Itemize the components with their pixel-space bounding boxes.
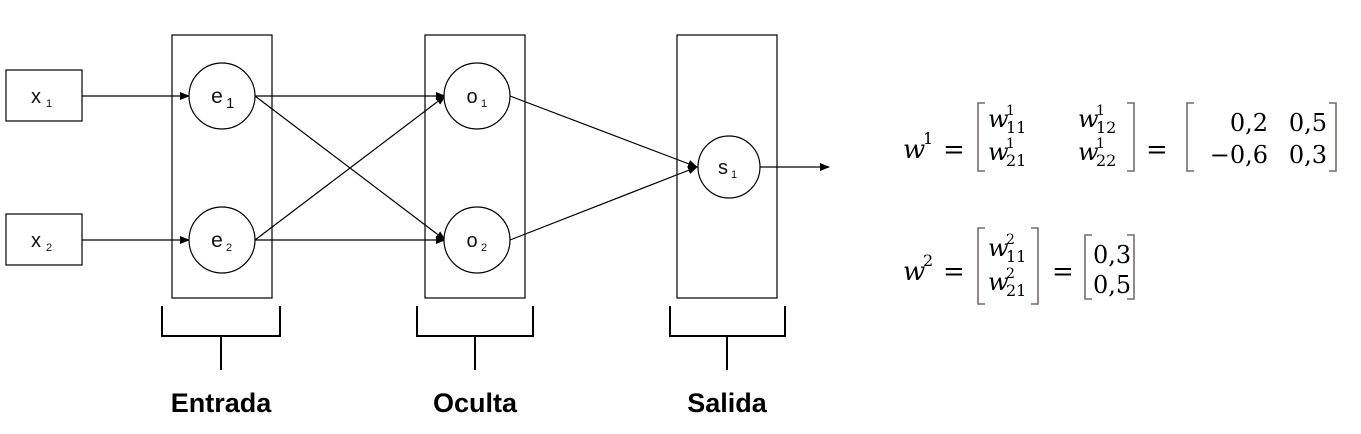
- eq-w1-equals-2: =: [1146, 135, 1168, 165]
- input-x1-label: x: [31, 86, 41, 108]
- matrix-w1-values-right-bracket: [1329, 102, 1337, 172]
- input-x2: x 2: [5, 213, 83, 266]
- w1-value-11: 0,2: [1230, 109, 1268, 137]
- eq-w1-equals: =: [943, 135, 965, 165]
- input-x1-sub: 1: [46, 98, 52, 110]
- node-o2-sub: 2: [481, 242, 487, 254]
- layer-box-entrada: [171, 34, 273, 299]
- input-x2-label: x: [31, 230, 41, 252]
- node-e1: e 1: [188, 62, 256, 130]
- w1-12-sub: 12: [1096, 118, 1116, 137]
- input-box: [5, 213, 83, 266]
- connection-o2-s1: [509, 166, 698, 241]
- w2-value-21: 0,5: [1093, 271, 1131, 299]
- w1-11-base: w: [988, 105, 1009, 133]
- equation-w1: w 1 = w 1 11 w 1 12 w 1 21 w 1 22 = 0,2 …: [903, 102, 1337, 172]
- w2-value-11: 0,3: [1093, 241, 1131, 269]
- neuron-circle: [443, 62, 511, 130]
- w2-21-sup: 2: [1006, 266, 1015, 282]
- w1-21-sup: 1: [1006, 136, 1015, 152]
- connection-e2-o1: [254, 95, 446, 241]
- w2-21-sub: 21: [1006, 281, 1026, 300]
- w2-21-base: w: [988, 268, 1009, 296]
- matrix-w2-right-bracket: [1031, 227, 1039, 305]
- matrix-w1-values-left-bracket: [1186, 102, 1194, 172]
- matrix-w2-values-right-bracket: [1127, 234, 1135, 300]
- node-o1-label: o: [466, 86, 477, 108]
- node-s1: s 1: [697, 135, 761, 199]
- node-o1: o 1: [443, 62, 511, 130]
- node-o2: o 2: [443, 206, 511, 274]
- neuron-circle: [188, 62, 256, 130]
- w2-11-sup: 2: [1006, 232, 1015, 248]
- input-box: [5, 69, 83, 122]
- eq-w2-lhs: w: [903, 257, 925, 287]
- w1-value-22: 0,3: [1289, 141, 1327, 169]
- matrix-w1-left-bracket: [977, 102, 985, 172]
- w1-22-base: w: [1078, 138, 1099, 166]
- node-s1-label: s: [718, 157, 728, 179]
- matrix-w2-left-bracket: [977, 227, 985, 305]
- w1-11-sub: 11: [1006, 118, 1026, 137]
- node-o1-sub: 1: [481, 98, 487, 110]
- node-e2-label: e: [211, 229, 223, 252]
- w1-11-sup: 1: [1006, 103, 1015, 119]
- node-o2-label: o: [466, 230, 477, 252]
- bracket-oculta: [416, 306, 534, 370]
- node-e2: e 2: [188, 206, 256, 274]
- bracket-salida: [669, 306, 786, 370]
- w1-12-base: w: [1078, 105, 1099, 133]
- w2-11-base: w: [988, 234, 1009, 262]
- w1-22-sup: 1: [1096, 136, 1105, 152]
- neuron-circle: [697, 135, 761, 199]
- neuron-circle: [443, 206, 511, 274]
- layer-label-salida: Salida: [687, 388, 768, 418]
- input-x1: x 1: [5, 69, 83, 122]
- connection-o1-s1: [509, 95, 698, 168]
- eq-w2-equals: =: [943, 257, 965, 287]
- w1-value-21: −0,6: [1210, 141, 1268, 169]
- node-e1-sub: 1: [226, 95, 234, 112]
- w2-11-sub: 11: [1006, 247, 1026, 266]
- bracket-entrada: [161, 306, 281, 370]
- eq-w1-lhs-sup: 1: [923, 129, 933, 148]
- node-e1-label: e: [211, 85, 223, 108]
- w1-21-sub: 21: [1006, 151, 1026, 170]
- matrix-w1-right-bracket: [1127, 102, 1135, 172]
- w1-22-sub: 22: [1096, 151, 1116, 170]
- eq-w2-lhs-sup: 2: [923, 251, 933, 270]
- input-x2-sub: 2: [46, 242, 52, 254]
- eq-w2-equals-2: =: [1052, 257, 1074, 287]
- w1-12-sup: 1: [1096, 103, 1105, 119]
- neuron-circle: [188, 206, 256, 274]
- layer-label-entrada: Entrada: [171, 388, 273, 418]
- matrix-w2-values-left-bracket: [1084, 234, 1092, 300]
- equation-w2: w 2 = w 2 11 w 2 21 = 0,3 0,5: [903, 227, 1135, 305]
- node-s1-sub: 1: [731, 169, 737, 181]
- layer-box-oculta: [424, 34, 526, 299]
- w1-21-base: w: [988, 138, 1009, 166]
- node-e2-sub: 2: [226, 242, 232, 254]
- layer-label-oculta: Oculta: [433, 388, 518, 418]
- w1-value-12: 0,5: [1289, 109, 1327, 137]
- eq-w1-lhs: w: [903, 135, 925, 165]
